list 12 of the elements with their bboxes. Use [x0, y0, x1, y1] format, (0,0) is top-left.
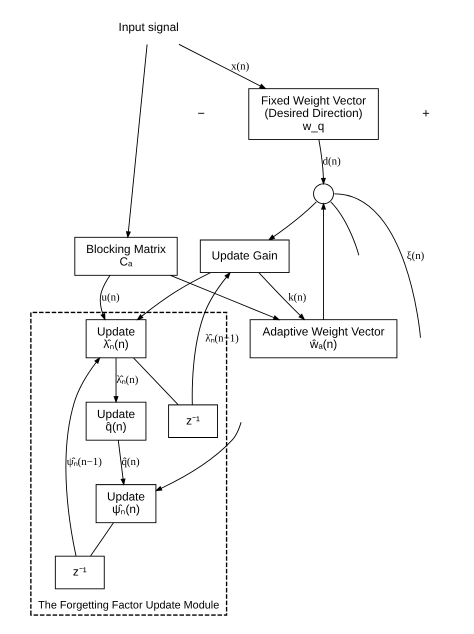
edge-label: k(n) — [288, 291, 306, 304]
edge-label: x(n) — [231, 60, 250, 72]
edge-label: ψ̂ₙ(n−1) — [66, 456, 102, 468]
edge-label: ξ(n) — [406, 250, 424, 262]
edge-label: q̂(n) — [121, 456, 140, 468]
edge-label: λ̂ₙ(n−1) — [205, 332, 239, 345]
edge-label: u(n) — [102, 291, 120, 304]
node-text: Input signal — [118, 21, 179, 34]
edge-label: d(n) — [322, 155, 341, 168]
label: + — [422, 106, 430, 120]
edge-label: λ̂ₙ(n) — [116, 374, 138, 386]
label: − — [198, 106, 205, 120]
